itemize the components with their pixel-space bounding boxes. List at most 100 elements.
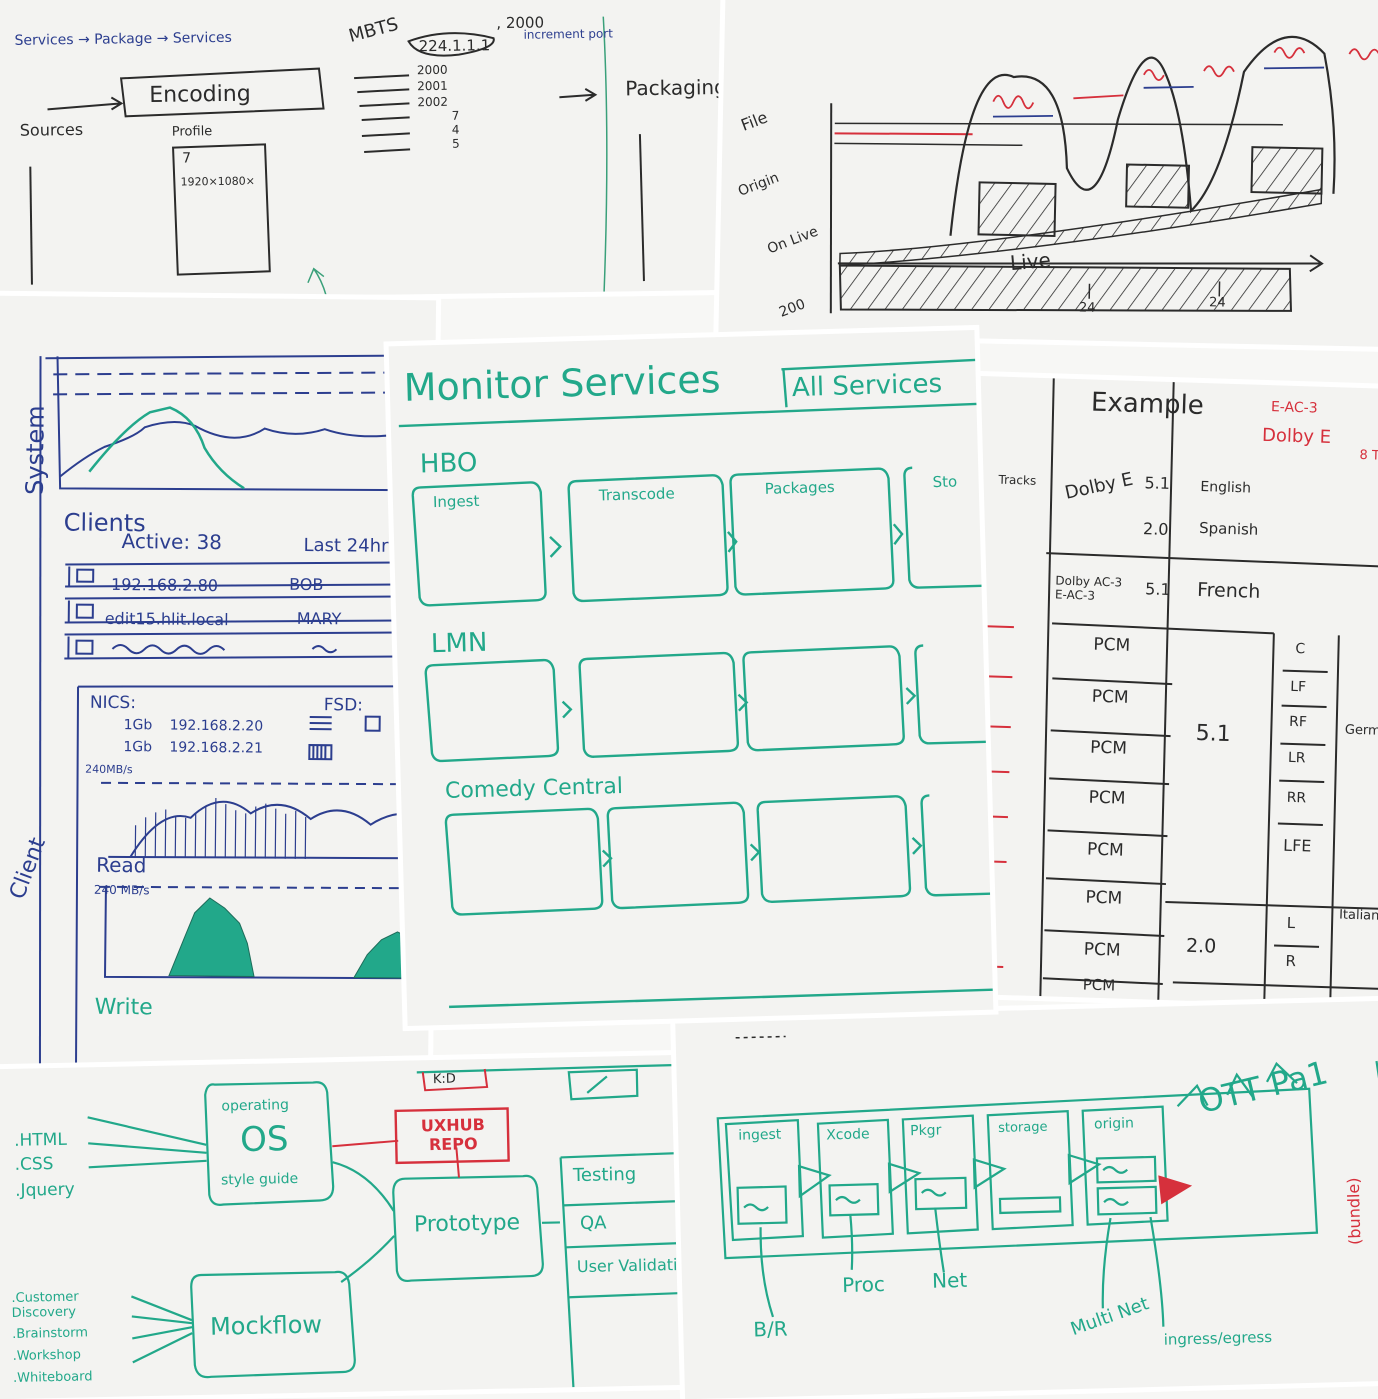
whiteboard-audio-tracks: Example E-AC-3 Dolby E 8 Track Tracks Do… xyxy=(922,374,1378,1008)
channel-cell: C xyxy=(1295,641,1306,658)
active-count: Active: 38 xyxy=(121,529,223,555)
nic-speed: 1Gb xyxy=(123,717,153,734)
pipeline-step: Xcode xyxy=(826,1126,870,1144)
nic-ip: 192.168.2.21 xyxy=(169,739,263,757)
codec-cell: Dolby AC-3 E-AC-3 xyxy=(1054,573,1123,603)
tech-item: .CSS xyxy=(14,1154,54,1175)
channels-cell: 2.0 xyxy=(1142,519,1169,539)
audio-tracks-lines xyxy=(963,378,1378,1006)
tick-24: 24 xyxy=(1078,300,1096,316)
pcm-cell: PCM xyxy=(1089,737,1128,759)
all-services-filter[interactable]: All Services xyxy=(791,368,943,404)
nic-ip: 192.168.2.20 xyxy=(169,717,264,735)
tech-item: .HTML xyxy=(13,1129,68,1151)
step-ingest[interactable]: Ingest xyxy=(432,491,480,512)
whiteboard-ott-pipeline: OTT Pa1 ingest Xcode Pkgr storage origin… xyxy=(675,1000,1378,1399)
pipeline-step: origin xyxy=(1093,1115,1135,1133)
pcm-cell: PCM xyxy=(1091,686,1129,708)
tracks-label: Tracks xyxy=(998,472,1037,488)
codec-note: 8 Track xyxy=(1359,447,1378,465)
qa-label: QA xyxy=(579,1212,607,1235)
tick-24: 24 xyxy=(1208,295,1226,311)
user-validation-label: User Validation xyxy=(576,1254,698,1277)
bundle-label: (bundle) xyxy=(1343,1177,1365,1246)
channel-cell: LR xyxy=(1287,749,1306,767)
table-header: Example xyxy=(1090,387,1205,422)
ingress-egress-label: ingress/egress xyxy=(1163,1327,1273,1349)
multicast-ip: 224.1.1.1 xyxy=(418,36,491,56)
pcm-cell: PCM xyxy=(1085,887,1123,909)
pcm-cell: PCM xyxy=(1088,787,1126,809)
channels-cell: 5.1 xyxy=(1144,579,1171,600)
port-value: 7 xyxy=(451,108,460,123)
language-cell: Spanish xyxy=(1198,518,1259,539)
client-row-host[interactable]: edit15.hlit.local xyxy=(104,608,229,630)
profile-value: 7 xyxy=(182,150,192,167)
packaging-label: Packaging xyxy=(625,74,727,101)
whiteboard-monitor-services: Monitor Services All Services HBO Ingest… xyxy=(388,329,994,1027)
channel-cell: RF xyxy=(1288,713,1308,731)
whiteboard-live-timeline: File Origin On Live 200 Live 24 24 xyxy=(718,0,1378,347)
step-storage[interactable]: Sto xyxy=(932,472,958,492)
pcm-cell: PCM xyxy=(1083,939,1121,961)
live-label: Live xyxy=(1009,247,1052,276)
port-value: 2002 xyxy=(417,94,449,110)
fsd-label: FSD: xyxy=(323,695,364,716)
read-rate: 240 MB/s xyxy=(93,882,150,898)
clients-dashboard-lines xyxy=(38,354,436,1080)
language-cell: German xyxy=(1344,722,1378,740)
os-top-label: operating xyxy=(221,1097,290,1115)
research-item: .Brainstorm xyxy=(12,1325,89,1342)
ux-process-lines xyxy=(87,1063,692,1388)
client-row-ip[interactable]: 192.168.2.80 xyxy=(111,574,219,596)
channels-cell: 2.0 xyxy=(1185,934,1217,958)
system-label: System xyxy=(20,405,50,496)
codec-note: Dolby E xyxy=(1261,424,1332,449)
channel-cell: LF xyxy=(1289,678,1307,696)
last-24hr-label: Last 24hr xyxy=(303,534,389,557)
profile-label: Profile xyxy=(171,124,213,140)
channels-cell: 5.1 xyxy=(1195,720,1232,748)
nics-label: NICS: xyxy=(89,692,137,714)
whiteboard-encoding-sketch: Services → Package → Services Sources En… xyxy=(0,0,738,301)
pipeline-step: ingest xyxy=(738,1126,782,1144)
port-value: 2001 xyxy=(417,78,448,94)
language-cell: Italian xyxy=(1338,907,1378,924)
step-transcode[interactable]: Transcode xyxy=(598,484,675,505)
pipeline-step: storage xyxy=(997,1119,1048,1136)
service-name[interactable]: LMN xyxy=(430,627,488,660)
client-row-user[interactable]: BOB xyxy=(289,574,324,595)
channel-cell: LFE xyxy=(1282,835,1312,856)
step-packages[interactable]: Packages xyxy=(764,477,835,498)
proc-label: Proc xyxy=(841,1271,886,1298)
pcm-cell: PCM xyxy=(1086,839,1125,861)
client-row-user[interactable]: MARY xyxy=(296,608,342,629)
uxhub-repo-label: UXHUB REPO xyxy=(420,1114,486,1155)
increment-port-note: increment port xyxy=(523,26,613,42)
port-value: 2000 xyxy=(416,62,448,78)
read-label: Read xyxy=(96,852,147,878)
whiteboard-clients-dashboard: System Clients Active: 38 Last 24hr 192.… xyxy=(0,295,437,1087)
os-label: OS xyxy=(239,1119,289,1161)
encoding-sketch-lines xyxy=(29,16,645,296)
top-box-label: K:D xyxy=(432,1071,457,1088)
language-cell: French xyxy=(1196,578,1261,603)
write-label: Write xyxy=(94,994,153,1021)
port-value: 5 xyxy=(451,136,460,151)
channel-cell: RR xyxy=(1286,789,1307,807)
port-value: 4 xyxy=(451,122,460,137)
encoding-label: Encoding xyxy=(149,81,251,108)
pcm-cell: PCM xyxy=(1082,975,1116,995)
service-name[interactable]: Comedy Central xyxy=(444,773,624,804)
tech-item: .Jquery xyxy=(14,1179,75,1201)
style-guide-label: style guide xyxy=(220,1170,299,1189)
profile-resolution: 1920×1080× xyxy=(180,174,256,189)
language-cell: English xyxy=(1200,478,1252,497)
prototype-label: Prototype xyxy=(413,1210,521,1238)
mockflow-label: Mockflow xyxy=(209,1310,323,1341)
net-label: Net xyxy=(931,1267,968,1293)
sources-label: Sources xyxy=(19,119,84,140)
pipeline-step: Pkgr xyxy=(909,1122,942,1140)
service-name[interactable]: HBO xyxy=(419,447,478,480)
monitor-services-lines xyxy=(398,358,993,1009)
